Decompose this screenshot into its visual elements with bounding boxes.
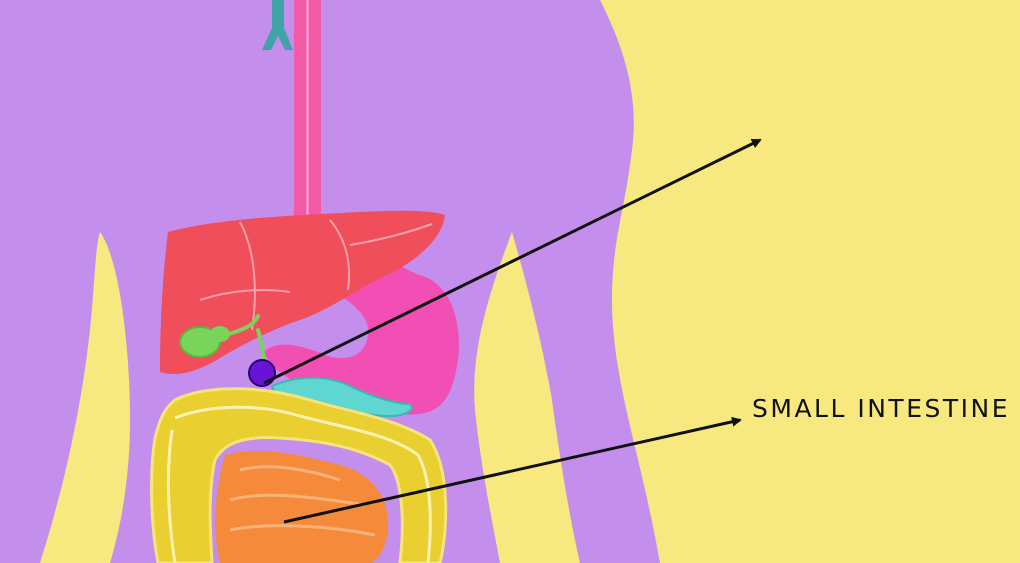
- pyloric-sphincter: [248, 359, 276, 387]
- pylorus-arrow: [263, 138, 762, 385]
- right-arm-gap: [474, 232, 580, 563]
- stomach: [264, 230, 460, 415]
- small-intestine-organ: [215, 450, 389, 563]
- small-intestine-arrow: [283, 416, 742, 524]
- left-arm-gap: [40, 232, 130, 563]
- trachea: [262, 0, 293, 50]
- small-intestine-label: SMALL INTESTINE: [752, 394, 1010, 423]
- large-intestine: [150, 387, 448, 563]
